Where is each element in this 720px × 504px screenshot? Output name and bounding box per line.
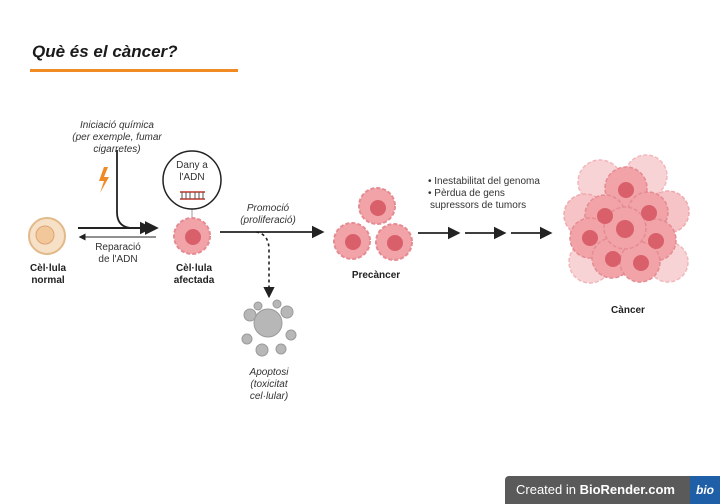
lightning-icon — [99, 167, 109, 193]
title-underline — [30, 69, 238, 72]
page-title: Què és el càncer? — [32, 42, 178, 61]
affected-cell — [173, 217, 211, 255]
badge-text: Created in BioRender.com — [516, 482, 675, 497]
dna-repair-label: Reparació de l'ADN — [95, 242, 141, 265]
progression-bullets: • Inestabilitat del genoma • Pèrdua de g… — [428, 176, 540, 211]
cancer-label: Càncer — [611, 305, 645, 316]
apoptosis-label: Apoptosi (toxicitat cel·lular) — [249, 367, 289, 402]
normal-cell-label: Cèl·lula normal — [29, 263, 67, 286]
dna-damage-label: Dany a l'ADN — [176, 160, 208, 183]
biorender-logo: bio — [690, 476, 720, 504]
dna-damage-callout — [162, 150, 222, 222]
apoptotic-cell — [241, 299, 297, 357]
chemical-initiation-label: Iniciació química (per exemple, fumar ci… — [72, 120, 162, 155]
precancer-label: Precàncer — [351, 270, 401, 281]
apoptosis-arrow — [255, 231, 275, 299]
dna-icon — [180, 191, 205, 200]
precancer-cells — [333, 187, 413, 261]
affected-cell-label: Cèl·lula afectada — [173, 263, 215, 286]
promotion-label: Promoció (proliferació) — [240, 203, 296, 226]
initiation-path — [116, 150, 153, 235]
biorender-badge[interactable]: Created in BioRender.com bio — [505, 476, 720, 504]
cancer-tumor — [563, 154, 690, 284]
normal-cell — [28, 217, 66, 255]
